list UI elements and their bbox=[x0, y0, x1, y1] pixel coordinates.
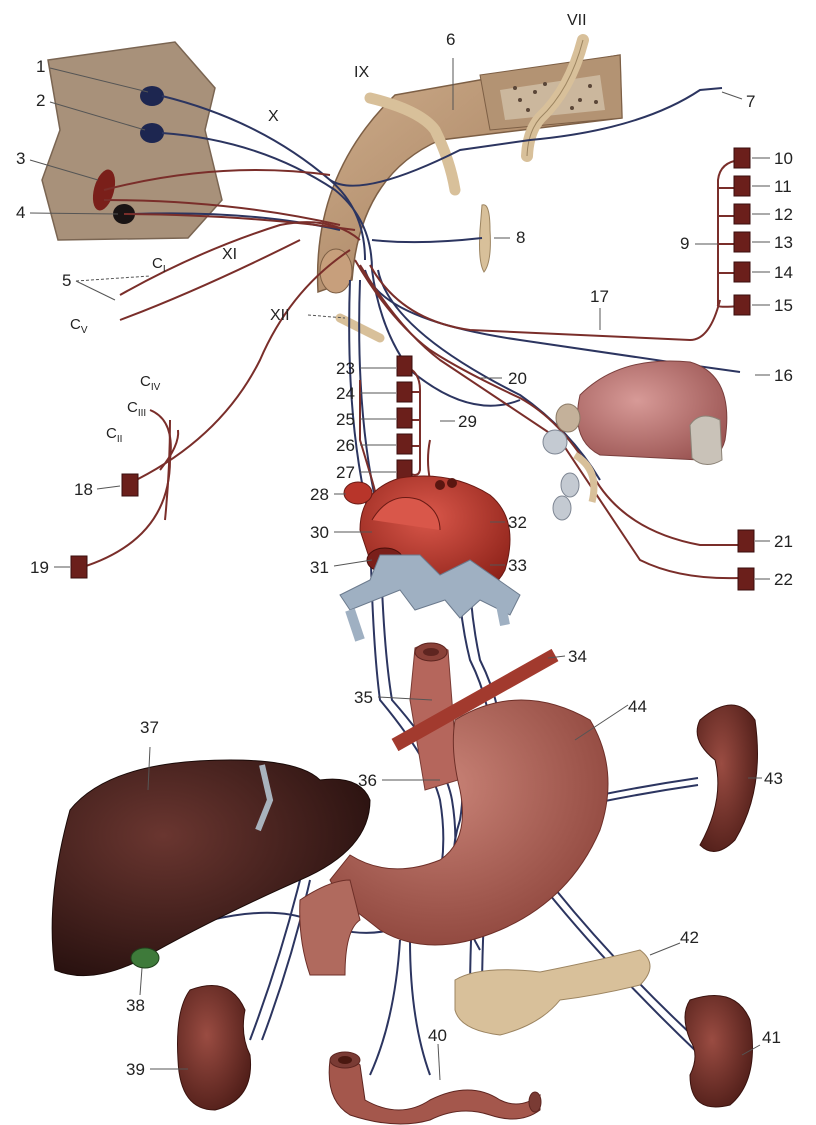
label-2: 2 bbox=[36, 91, 45, 110]
label-11: 11 bbox=[774, 177, 792, 196]
label-35: 35 bbox=[354, 688, 373, 707]
label-22: 22 bbox=[774, 570, 793, 589]
box-10 bbox=[734, 148, 750, 168]
label-20: 20 bbox=[508, 369, 527, 388]
label-7: 7 bbox=[746, 92, 755, 111]
label-c4: CIV bbox=[140, 373, 161, 393]
label-x: X bbox=[268, 108, 279, 125]
label-26: 26 bbox=[336, 436, 355, 455]
label-1: 1 bbox=[36, 57, 45, 76]
label-10: 10 bbox=[774, 149, 793, 168]
label-14: 14 bbox=[774, 263, 793, 282]
label-9: 9 bbox=[680, 234, 689, 253]
box-22 bbox=[738, 568, 754, 590]
label-28: 28 bbox=[310, 485, 329, 504]
box-18 bbox=[122, 474, 138, 496]
label-27: 27 bbox=[336, 463, 355, 482]
label-c2: CII bbox=[106, 425, 122, 445]
label-44: 44 bbox=[628, 697, 647, 716]
label-vii: VII bbox=[567, 12, 587, 29]
intestine-40 bbox=[329, 1052, 541, 1124]
label-38: 38 bbox=[126, 996, 145, 1015]
label-ix: IX bbox=[354, 64, 369, 81]
brainstem bbox=[318, 40, 622, 338]
label-25: 25 bbox=[336, 410, 355, 429]
label-41: 41 bbox=[762, 1028, 781, 1047]
medulla-section bbox=[42, 42, 222, 240]
label-17: 17 bbox=[590, 287, 609, 306]
label-c5: CV bbox=[70, 316, 88, 336]
label-31: 31 bbox=[310, 558, 329, 577]
label-c1: CI bbox=[152, 255, 166, 275]
label-4: 4 bbox=[16, 203, 25, 222]
gallbladder-38 bbox=[131, 948, 159, 968]
pancreas-42 bbox=[455, 950, 650, 1035]
label-xii: XII bbox=[270, 307, 290, 324]
label-3: 3 bbox=[16, 149, 25, 168]
label-8: 8 bbox=[516, 228, 525, 247]
label-37: 37 bbox=[140, 718, 159, 737]
label-39: 39 bbox=[126, 1060, 145, 1079]
nucleus-1 bbox=[140, 86, 164, 106]
kidney-41 bbox=[685, 996, 753, 1108]
cranial-nerve-labels: VII IX X XI XII bbox=[222, 12, 587, 324]
label-xi: XI bbox=[222, 246, 237, 263]
label-40: 40 bbox=[428, 1026, 447, 1045]
box-14 bbox=[734, 262, 750, 282]
box-26 bbox=[397, 434, 412, 454]
label-23: 23 bbox=[336, 359, 355, 378]
label-32: 32 bbox=[508, 513, 527, 532]
label-16: 16 bbox=[774, 366, 793, 385]
box-12 bbox=[734, 204, 750, 224]
heart bbox=[340, 476, 520, 640]
box-11 bbox=[734, 176, 750, 196]
label-43: 43 bbox=[764, 769, 783, 788]
box-21 bbox=[738, 530, 754, 552]
label-5: 5 bbox=[62, 271, 71, 290]
label-42: 42 bbox=[680, 928, 699, 947]
label-36: 36 bbox=[358, 771, 377, 790]
label-33: 33 bbox=[508, 556, 527, 575]
label-12: 12 bbox=[774, 205, 793, 224]
label-21: 21 bbox=[774, 532, 793, 551]
label-18: 18 bbox=[74, 480, 93, 499]
kidney-39 bbox=[178, 986, 251, 1111]
box-24 bbox=[397, 382, 412, 402]
box-23 bbox=[397, 356, 412, 376]
cervical-labels: CI CV CIV CIII CII bbox=[70, 255, 166, 445]
box-19 bbox=[71, 556, 87, 578]
label-15: 15 bbox=[774, 296, 793, 315]
box-25 bbox=[397, 408, 412, 428]
label-6: 6 bbox=[446, 30, 455, 49]
nucleus-2 bbox=[140, 123, 164, 143]
label-34: 34 bbox=[568, 647, 587, 666]
box-13 bbox=[734, 232, 750, 252]
box-15 bbox=[734, 295, 750, 315]
label-30: 30 bbox=[310, 523, 329, 542]
label-24: 24 bbox=[336, 384, 355, 403]
label-29: 29 bbox=[458, 412, 477, 431]
label-13: 13 bbox=[774, 233, 793, 252]
label-c3: CIII bbox=[127, 399, 146, 419]
label-19: 19 bbox=[30, 558, 49, 577]
